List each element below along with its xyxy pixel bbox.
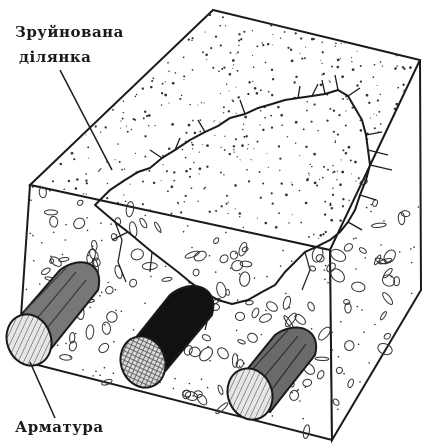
rebar-leader-line [30, 362, 55, 418]
reinforcement-label: Арматура [15, 419, 104, 436]
damaged-area-label-line2: ділянка [19, 49, 91, 66]
damaged-area-label-line1: Зруйнована [15, 24, 124, 41]
